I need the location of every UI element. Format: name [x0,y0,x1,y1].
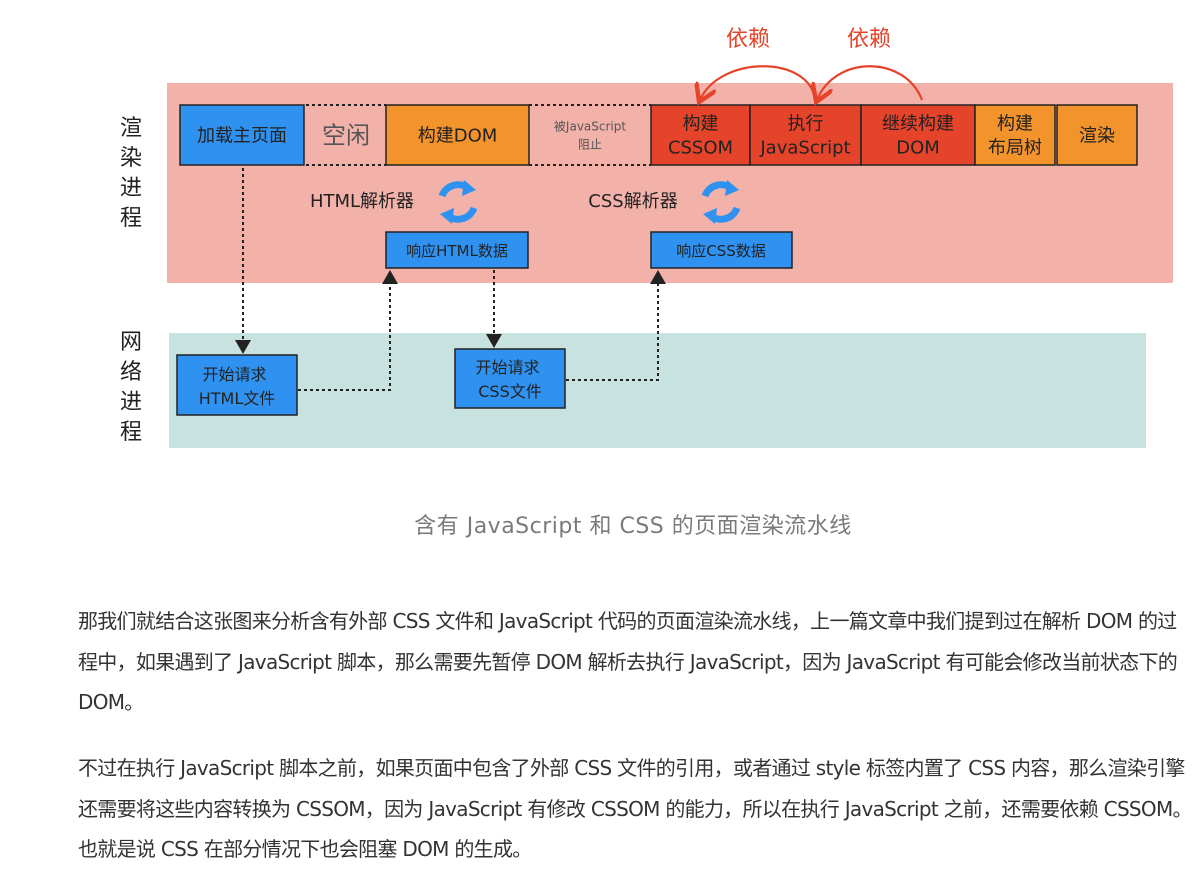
paragraph-1: 那我们就结合这张图来分析含有外部 CSS 文件和 JavaScript 代码的页… [78,609,1178,714]
pipeline-box-label: 构建DOM [418,125,498,146]
lane-label-char: 渲 [120,116,142,141]
html-parser-label: HTML解析器 [310,191,414,212]
pipeline-box-label: 构建布局树 [988,113,1042,158]
dependency-arrow-1 [700,65,817,100]
request-html-label: 开始请求 HTML文件 [199,365,276,408]
respond-html-label: 响应HTML数据 [406,242,508,260]
respond-html-box [385,231,529,269]
pipeline-box [529,105,651,165]
css-parser-label: CSS解析器 [588,191,677,212]
request-css-label: 开始请求 CSS文件 [475,358,544,401]
pipeline-box [749,104,862,166]
pipeline-dashed-connectors [306,104,651,166]
pipeline-box-label: 空闲 [322,122,370,150]
pipeline-box [1056,104,1138,166]
lane-label-char: 进 [120,176,142,201]
pipeline-box-label: 渲染 [1079,125,1115,146]
pipeline-box [385,104,530,166]
dependency-arrow-2 [817,65,924,100]
lane-label-char: 进 [120,390,142,415]
request-html-box [176,354,298,416]
lane-label-char: 程 [120,206,142,231]
dependency-label-2: 依赖 [847,27,891,52]
lane-label-char: 络 [120,360,142,385]
lane-label-char: 网 [120,330,142,355]
respond-css-label: 响应CSS数据 [676,242,766,260]
pipeline-box [974,104,1056,166]
lane-label-char: 染 [120,146,142,171]
lane-label-char: 程 [120,420,142,445]
pipeline-box [860,104,976,166]
pipeline-box-label: 加载主页面 [197,125,287,146]
html-parser-cycle-icon [438,180,478,224]
request-css-box [454,348,566,409]
flow-arrows [235,168,666,391]
paragraph-2: 不过在执行 JavaScript 脚本之前，如果页面中包含了外部 CSS 文件的… [78,756,1193,861]
dependency-label-1: 依赖 [726,27,770,52]
figure-caption: 含有 JavaScript 和 CSS 的页面渲染流水线 [414,514,852,539]
respond-css-box [650,231,793,269]
pipeline-box [179,104,305,166]
css-parser-cycle-icon [701,180,741,224]
network-process-band [169,333,1146,448]
